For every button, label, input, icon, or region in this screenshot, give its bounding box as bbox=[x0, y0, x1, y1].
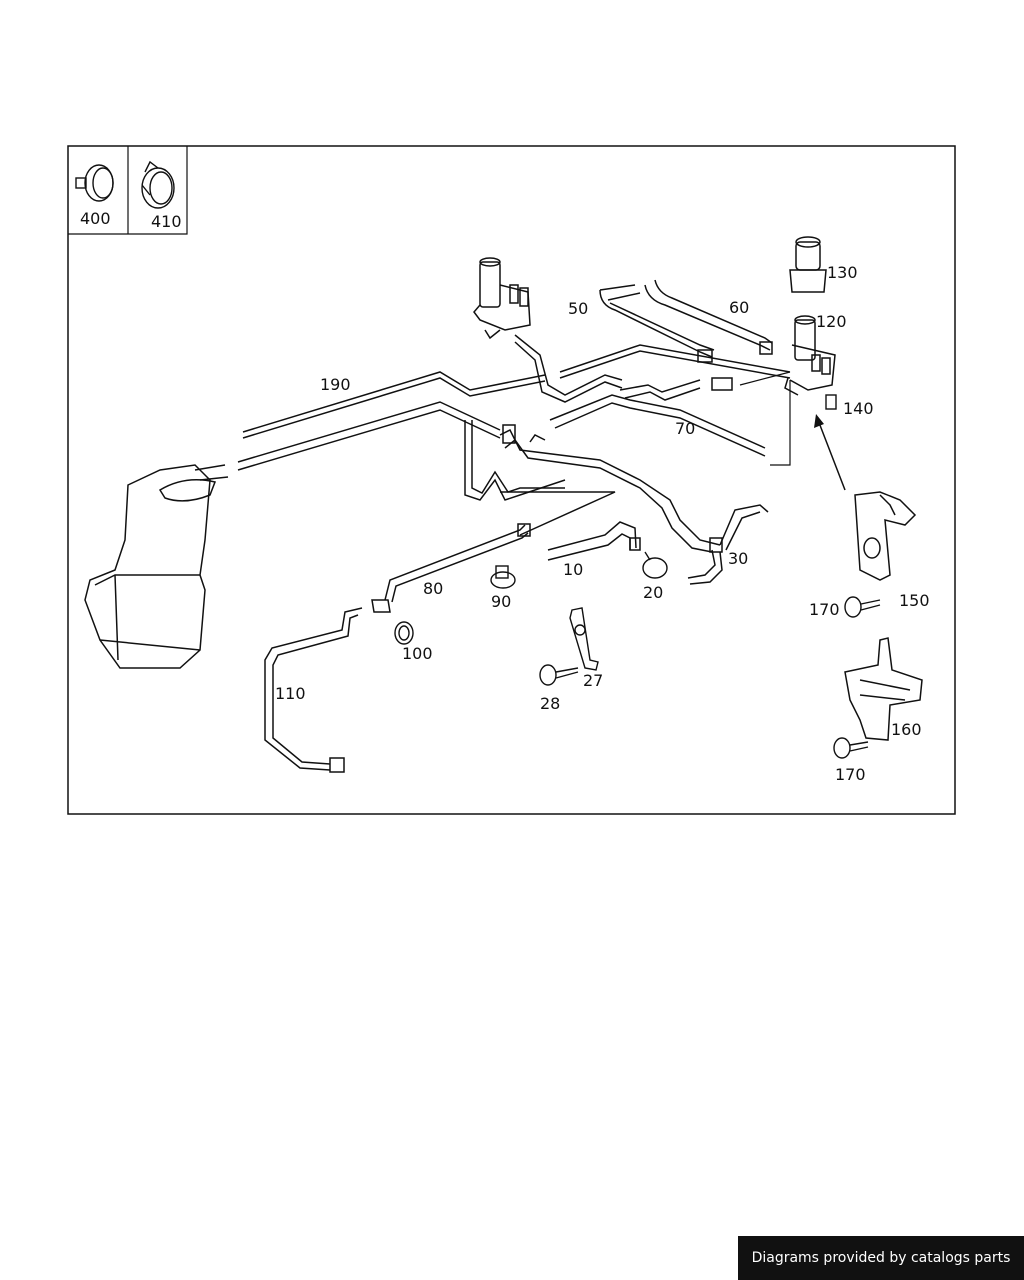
footer-credit: Diagrams provided by catalogs parts bbox=[738, 1236, 1024, 1280]
washer-reservoir bbox=[84, 464, 229, 669]
grommet-100 bbox=[394, 621, 414, 645]
callout-80: 80 bbox=[423, 579, 443, 598]
hose-60 bbox=[644, 279, 773, 355]
hose-80 bbox=[371, 523, 531, 613]
callout-130: 130 bbox=[827, 263, 858, 282]
hose-pump-left-outlet bbox=[514, 334, 623, 396]
callout-50: 50 bbox=[568, 299, 588, 318]
hose-110 bbox=[264, 607, 363, 773]
arrow-head-icon bbox=[814, 414, 824, 428]
hose-190 bbox=[237, 344, 791, 471]
hose-70 bbox=[549, 377, 766, 457]
callout-150: 150 bbox=[899, 591, 930, 610]
callout-20: 20 bbox=[643, 583, 663, 602]
clip-20 bbox=[642, 551, 668, 579]
screw-170-a bbox=[844, 596, 881, 618]
pump-motor-130 bbox=[789, 236, 827, 293]
bracket-160 bbox=[844, 637, 923, 741]
arrow-line bbox=[817, 419, 846, 491]
washer-pump-left bbox=[473, 257, 531, 340]
hose-10 bbox=[547, 521, 641, 561]
callout-60: 60 bbox=[729, 298, 749, 317]
diagram-frame bbox=[67, 145, 956, 815]
callout-100: 100 bbox=[402, 644, 433, 663]
hose-center-loop bbox=[464, 420, 721, 553]
connector-140 bbox=[825, 394, 837, 410]
washer-pump-120 bbox=[784, 315, 836, 396]
grommet-90 bbox=[490, 565, 516, 589]
callout-120: 120 bbox=[816, 312, 847, 331]
callout-70: 70 bbox=[675, 419, 695, 438]
legend-label-400: 400 bbox=[80, 209, 111, 228]
callout-190: 190 bbox=[320, 375, 351, 394]
callout-10: 10 bbox=[563, 560, 583, 579]
leader-lines bbox=[739, 371, 791, 466]
legend-label-410: 410 bbox=[151, 212, 182, 231]
callout-170-a: 170 bbox=[809, 600, 840, 619]
legend-box bbox=[68, 146, 188, 235]
hose-30 bbox=[687, 504, 769, 585]
callout-27: 27 bbox=[583, 671, 603, 690]
hose-clamp-410-icon bbox=[141, 160, 175, 209]
hose-clamp-400-icon bbox=[75, 164, 114, 202]
hose-pump-left-outlet-2 bbox=[514, 341, 623, 403]
callout-30: 30 bbox=[728, 549, 748, 568]
callout-170-b: 170 bbox=[835, 765, 866, 784]
callout-140: 140 bbox=[843, 399, 874, 418]
bracket-150 bbox=[854, 491, 917, 581]
callout-90: 90 bbox=[491, 592, 511, 611]
callout-28: 28 bbox=[540, 694, 560, 713]
hose-50 bbox=[599, 284, 715, 363]
bracket-27 bbox=[569, 607, 599, 671]
screw-28 bbox=[539, 664, 579, 686]
screw-170-b bbox=[833, 737, 869, 759]
callout-160: 160 bbox=[891, 720, 922, 739]
callout-110: 110 bbox=[275, 684, 306, 703]
